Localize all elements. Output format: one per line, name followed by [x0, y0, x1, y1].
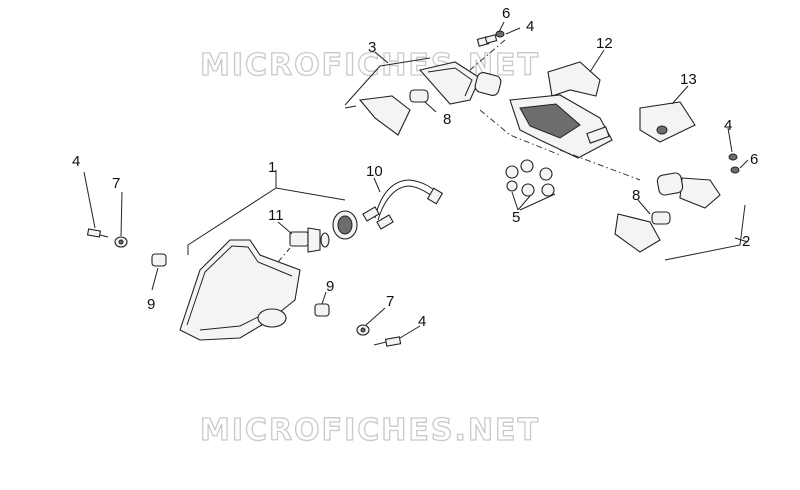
callout-4-right: 4	[724, 117, 732, 134]
nuts	[505, 159, 555, 197]
watermark-top: MICROFICHES.NET	[200, 48, 540, 83]
callout-7-center: 7	[386, 293, 394, 310]
callout-9-center: 9	[326, 278, 334, 295]
callout-7-left: 7	[112, 175, 120, 192]
washer-center	[356, 324, 370, 336]
watermark-bottom: MICROFICHES.NET	[200, 413, 540, 448]
screw-center	[373, 336, 402, 347]
bracket-1	[187, 187, 346, 255]
plate-bracket	[547, 61, 601, 97]
screw-right	[728, 153, 740, 174]
license-plate-holder	[509, 94, 613, 159]
washer-left	[114, 236, 128, 248]
bulb-cover-cap	[332, 210, 358, 240]
callout-8-right: 8	[632, 187, 640, 204]
headlight-bulb	[289, 227, 330, 253]
indicator-bracket-right	[639, 101, 696, 143]
spacer-left	[151, 253, 167, 267]
callout-10: 10	[366, 163, 383, 180]
callout-2: 2	[742, 233, 750, 250]
callout-6-top: 6	[502, 5, 510, 22]
indicator-lens-left	[358, 89, 429, 136]
callout-1: 1	[268, 159, 276, 176]
callout-4-center: 4	[418, 313, 426, 330]
callout-5: 5	[512, 209, 520, 226]
callout-12: 12	[596, 35, 613, 52]
callout-13: 13	[680, 71, 697, 88]
indicator-lens-right	[614, 211, 671, 253]
callout-11: 11	[268, 207, 284, 224]
screw-left	[86, 228, 109, 238]
callout-4-left: 4	[72, 153, 80, 170]
spacer-center	[314, 303, 330, 317]
callout-8-top: 8	[443, 111, 451, 128]
callout-6-right: 6	[750, 151, 758, 168]
callout-labels: 1 2 3 4 4 4 4 5 6 6 7 7 8 8 9 9 10 11 12…	[72, 5, 758, 330]
headlight-wiring	[362, 179, 444, 230]
callout-9-left: 9	[147, 296, 155, 313]
callout-3: 3	[368, 39, 376, 56]
callout-4-top: 4	[526, 18, 534, 35]
headlight-housing	[179, 239, 301, 341]
rear-indicator-right	[656, 172, 721, 209]
screw-top	[476, 30, 505, 47]
rear-indicator-left	[418, 61, 502, 105]
